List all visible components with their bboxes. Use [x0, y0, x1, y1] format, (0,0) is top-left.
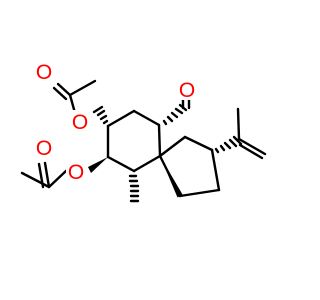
isopropenyl-group [214, 107, 267, 160]
upper-acetoxy-group: O O [34, 60, 109, 134]
hash-c1-o [96, 109, 106, 117]
bond-c5-c6 [106, 155, 136, 173]
methyl-group [128, 174, 140, 203]
hash-c3-cho [170, 111, 179, 119]
bond-c7-c8 [183, 135, 214, 152]
hash-c3-cho [162, 119, 168, 126]
bond-isopropenyl-ch2-a [237, 137, 267, 156]
hash-c8-isopropenyl [219, 144, 226, 152]
bond-spiro-c7 [158, 135, 187, 158]
ester-oxygen-label-lower: O [68, 161, 84, 184]
ester-oxygen-label-upper: O [72, 111, 88, 134]
bond-c8-c9 [210, 148, 221, 192]
cyclopentane-ring [158, 135, 221, 198]
hash-c8-isopropenyl [228, 138, 238, 148]
hash-c8-isopropenyl [223, 141, 232, 150]
bond-carbonyl-c-methyl [68, 79, 97, 97]
bond-carbonyl-c-o-b [52, 86, 68, 101]
carbonyl-oxygen-label-upper: O [36, 61, 52, 84]
aldehyde-oxygen-label: O [179, 79, 195, 102]
bond-c9-c10 [178, 188, 221, 198]
bond-carbonyl-c-o-lower-a [43, 161, 51, 189]
hash-c1-o [102, 119, 109, 125]
lower-acetoxy-group: O O [20, 136, 108, 189]
aldehyde-group: O [162, 78, 196, 126]
bond-c3-spiro [157, 123, 162, 158]
bond-o-carbonyl-c-lower [47, 168, 69, 189]
hash-c1-o [92, 105, 104, 114]
cyclohexane-ring [106, 109, 162, 173]
molecule-structure-diagram: O O O [20, 60, 267, 203]
bond-c1-c2 [106, 109, 136, 128]
hash-c8-isopropenyl [232, 135, 243, 146]
bond-carbonyl-c-o-lower-b [37, 162, 45, 189]
bond-carbonyl-c-o-a [56, 82, 72, 97]
bond-isopropenyl-ch2-b [238, 143, 264, 160]
bond-carbonyl-c-methyl-lower [20, 171, 51, 189]
hash-c3-cho [166, 115, 174, 123]
wedge-c6-o [88, 157, 108, 173]
hash-c1-o [99, 114, 108, 121]
hash-c3-cho [174, 107, 184, 115]
bond-isopropenyl-methyl [236, 107, 241, 141]
bond-c2-c3 [132, 109, 161, 127]
wedge-spiro-c10 [160, 156, 183, 198]
bond-spiro-c5 [132, 154, 162, 173]
hash-c8-isopropenyl [214, 147, 220, 154]
carbonyl-oxygen-label-lower: O [36, 137, 52, 160]
